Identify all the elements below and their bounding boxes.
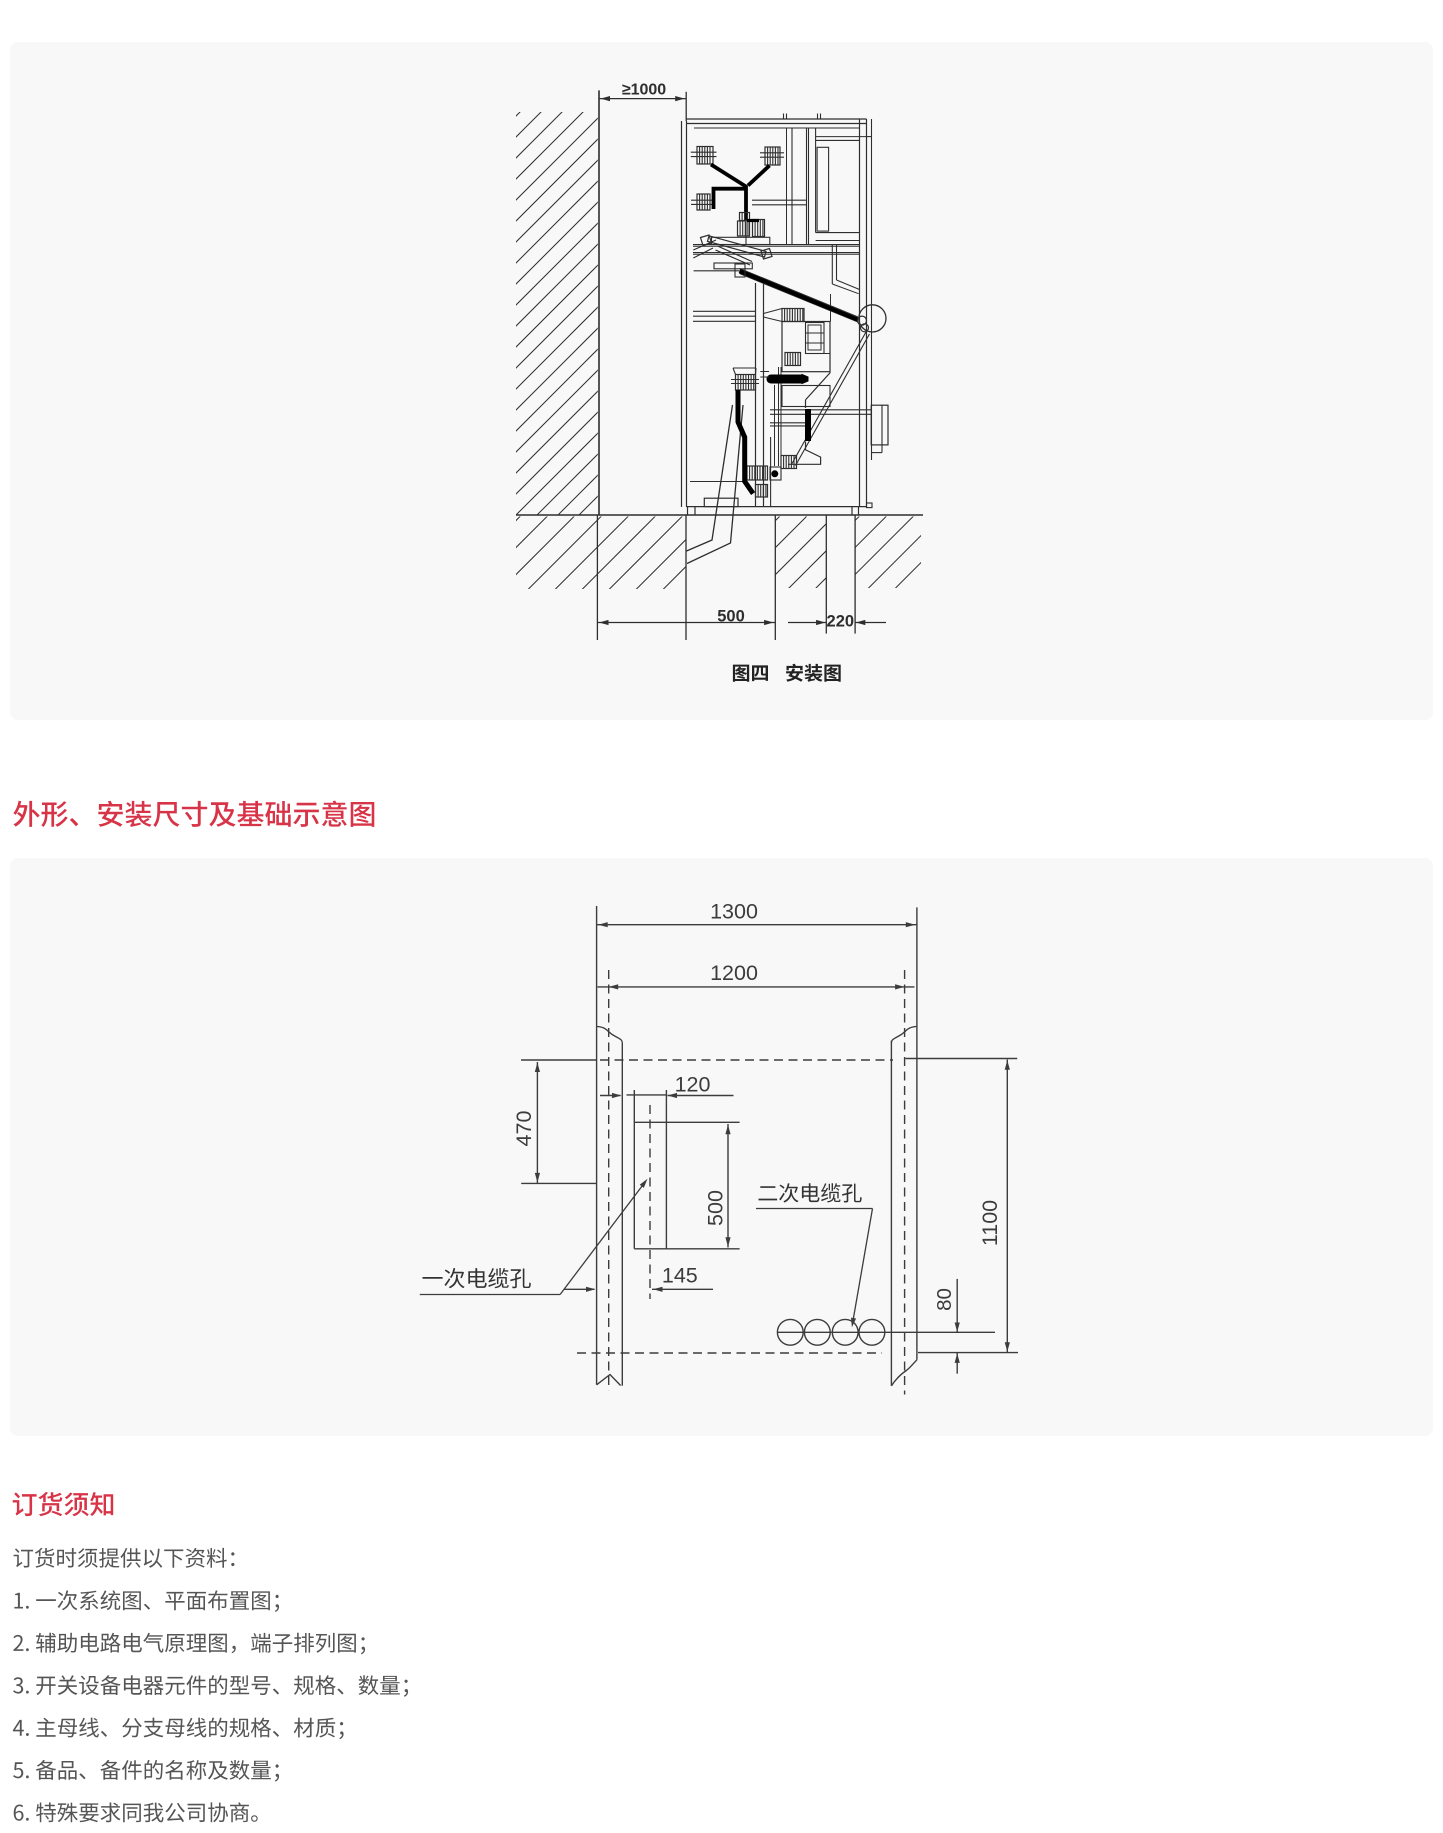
svg-text:220: 220	[827, 612, 855, 630]
svg-text:1300: 1300	[710, 900, 758, 924]
svg-text:120: 120	[675, 1073, 711, 1097]
svg-text:1100: 1100	[978, 1200, 1002, 1246]
svg-text:500: 500	[704, 1190, 728, 1226]
svg-text:470: 470	[512, 1111, 536, 1147]
svg-text:500: 500	[717, 607, 745, 625]
svg-text:1200: 1200	[710, 961, 758, 985]
svg-text:145: 145	[662, 1264, 698, 1288]
svg-text:80: 80	[933, 1288, 956, 1311]
svg-text:≥1000: ≥1000	[622, 81, 666, 98]
